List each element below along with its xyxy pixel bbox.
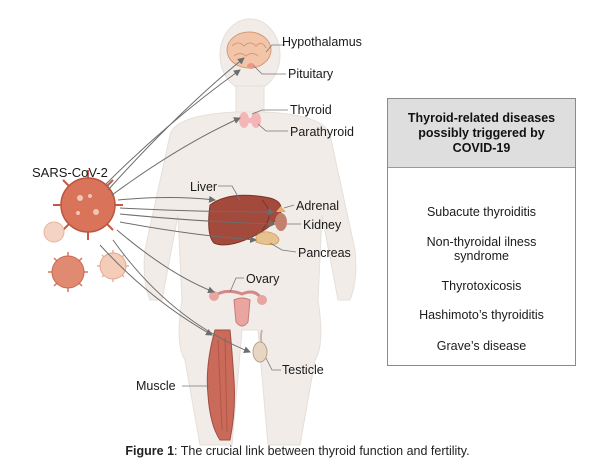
- virus-icon-lower-right: [97, 250, 129, 282]
- muscle-icon: [206, 329, 235, 441]
- virus-label: SARS-CoV-2: [32, 165, 108, 180]
- virus-icon-main: [53, 170, 123, 240]
- thyroid-diseases-title: Thyroid-related diseases possibly trigge…: [388, 99, 575, 168]
- figure-caption-label: Figure 1: [125, 444, 175, 458]
- figure-caption-text: : The crucial link between thyroid funct…: [174, 444, 470, 458]
- organ-label-liver: Liver: [190, 180, 218, 194]
- label-leader-lines: [182, 44, 301, 387]
- organ-label-thyroid: Thyroid: [290, 103, 332, 117]
- organ-label-kidney: Kidney: [303, 218, 342, 232]
- organ-label-muscle: Muscle: [136, 379, 176, 393]
- disease-item: Non-thyroidal ilness syndrome: [426, 235, 537, 263]
- pancreas-icon: [255, 231, 280, 246]
- disease-item: Subacute thyroiditis: [426, 205, 537, 219]
- brain-icon: [226, 31, 272, 69]
- organ-label-testicle: Testicle: [282, 363, 324, 377]
- virus-icon-small-left: [43, 221, 65, 243]
- disease-item: Thyrotoxicosis: [441, 279, 522, 293]
- figure-caption: Figure 1: The crucial link between thyro…: [0, 444, 595, 458]
- organ-label-pancreas: Pancreas: [298, 246, 351, 260]
- disease-item: Grave’s disease: [436, 339, 527, 353]
- organ-label-ovary: Ovary: [246, 272, 280, 286]
- ovary-uterus-icon: [209, 289, 267, 327]
- organ-label-adrenal: Adrenal: [296, 199, 340, 213]
- kidney-icon: [275, 213, 287, 231]
- virus-icon-lower-left: [48, 252, 88, 292]
- organ-label-parathyroid: Parathyroid: [290, 125, 354, 139]
- virus-organ-arrows: [99, 57, 276, 354]
- organ-label-pituitary: Pituitary: [288, 67, 334, 81]
- organ-label-hypothalamus: Hypothalamus: [282, 35, 362, 49]
- adrenal-icon: [276, 206, 286, 212]
- disease-item: Hashimoto’s thyroiditis: [419, 308, 544, 322]
- thyroid-diseases-box: Thyroid-related diseases possibly trigge…: [387, 98, 576, 366]
- testicle-icon: [252, 329, 268, 363]
